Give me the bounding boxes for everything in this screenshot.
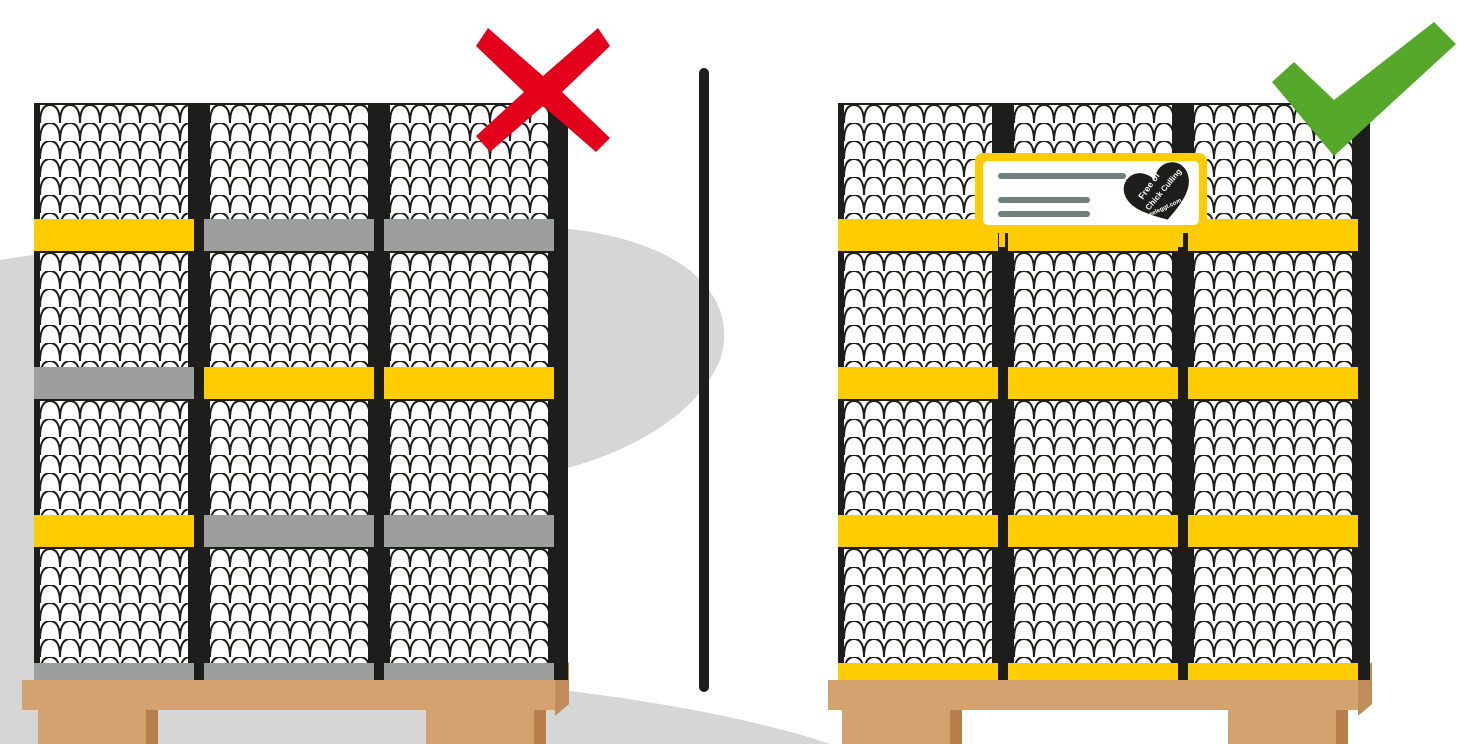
- egg-carton: [40, 401, 188, 515]
- carton-band: [204, 219, 374, 251]
- carton-band: [384, 219, 554, 251]
- carton-band: [384, 515, 554, 547]
- pallet-foot-side: [534, 710, 546, 744]
- carton-band: [384, 663, 554, 680]
- egg-carton: [1014, 401, 1172, 515]
- carton-band: [838, 663, 998, 680]
- carton-band: [34, 663, 194, 680]
- egg-carton: [1194, 549, 1352, 663]
- egg-carton: [390, 105, 548, 219]
- egg-carton: [390, 549, 548, 663]
- pallet-foot: [842, 710, 950, 744]
- carton-band: [34, 219, 194, 251]
- pallet-board: [828, 680, 1362, 710]
- egg-carton: [210, 105, 368, 219]
- carton-band: [838, 515, 998, 547]
- egg-carton: [40, 549, 188, 663]
- egg-carton: [844, 105, 992, 219]
- label-text-line: [998, 211, 1090, 217]
- sign-post: [999, 233, 1005, 247]
- carton-band: [204, 367, 374, 399]
- egg-carton: [1194, 105, 1352, 219]
- egg-carton: [1194, 401, 1352, 515]
- label-text-line: [998, 197, 1090, 203]
- egg-carton: [844, 253, 992, 367]
- carton-band: [204, 515, 374, 547]
- carton-band: [1188, 367, 1358, 399]
- egg-carton: [844, 401, 992, 515]
- cross-icon: [476, 28, 610, 152]
- pallet-foot: [426, 710, 534, 744]
- pallet-foot: [38, 710, 146, 744]
- pallet-label-sign: Free of Chick Culling seleggt.com: [975, 153, 1207, 247]
- egg-carton: [1014, 253, 1172, 367]
- carton-band: [34, 367, 194, 399]
- egg-carton: [210, 401, 368, 515]
- check-icon: [1272, 22, 1456, 156]
- carton-band: [204, 663, 374, 680]
- egg-carton: [844, 549, 992, 663]
- carton-band: [1188, 515, 1358, 547]
- carton-band: [1008, 515, 1178, 547]
- label-text-line: [998, 173, 1126, 179]
- carton-band: [1008, 663, 1178, 680]
- carton-band: [838, 219, 998, 251]
- egg-carton: [210, 253, 368, 367]
- egg-carton: [390, 253, 548, 367]
- pallet-board: [22, 680, 560, 710]
- egg-carton: [1194, 253, 1352, 367]
- carton-band: [384, 367, 554, 399]
- carton-band: [838, 367, 998, 399]
- carton-band: [1008, 367, 1178, 399]
- egg-carton: [40, 253, 188, 367]
- pallet-foot: [1228, 710, 1336, 744]
- pallet-foot-side: [146, 710, 158, 744]
- carton-band: [1188, 219, 1358, 251]
- heart-logo-icon: Free of Chick Culling seleggt.com: [1120, 161, 1198, 225]
- egg-carton: [40, 105, 188, 219]
- carton-band: [34, 515, 194, 547]
- carton-band: [1188, 663, 1358, 680]
- sign-post: [1177, 233, 1183, 247]
- pallet-foot-side: [950, 710, 962, 744]
- center-divider: [699, 68, 709, 692]
- egg-carton: [390, 401, 548, 515]
- carton-stack: [34, 103, 568, 680]
- label-card: Free of Chick Culling seleggt.com: [983, 161, 1199, 225]
- egg-carton: [1014, 549, 1172, 663]
- egg-carton: [210, 549, 368, 663]
- pallet-foot-side: [1336, 710, 1348, 744]
